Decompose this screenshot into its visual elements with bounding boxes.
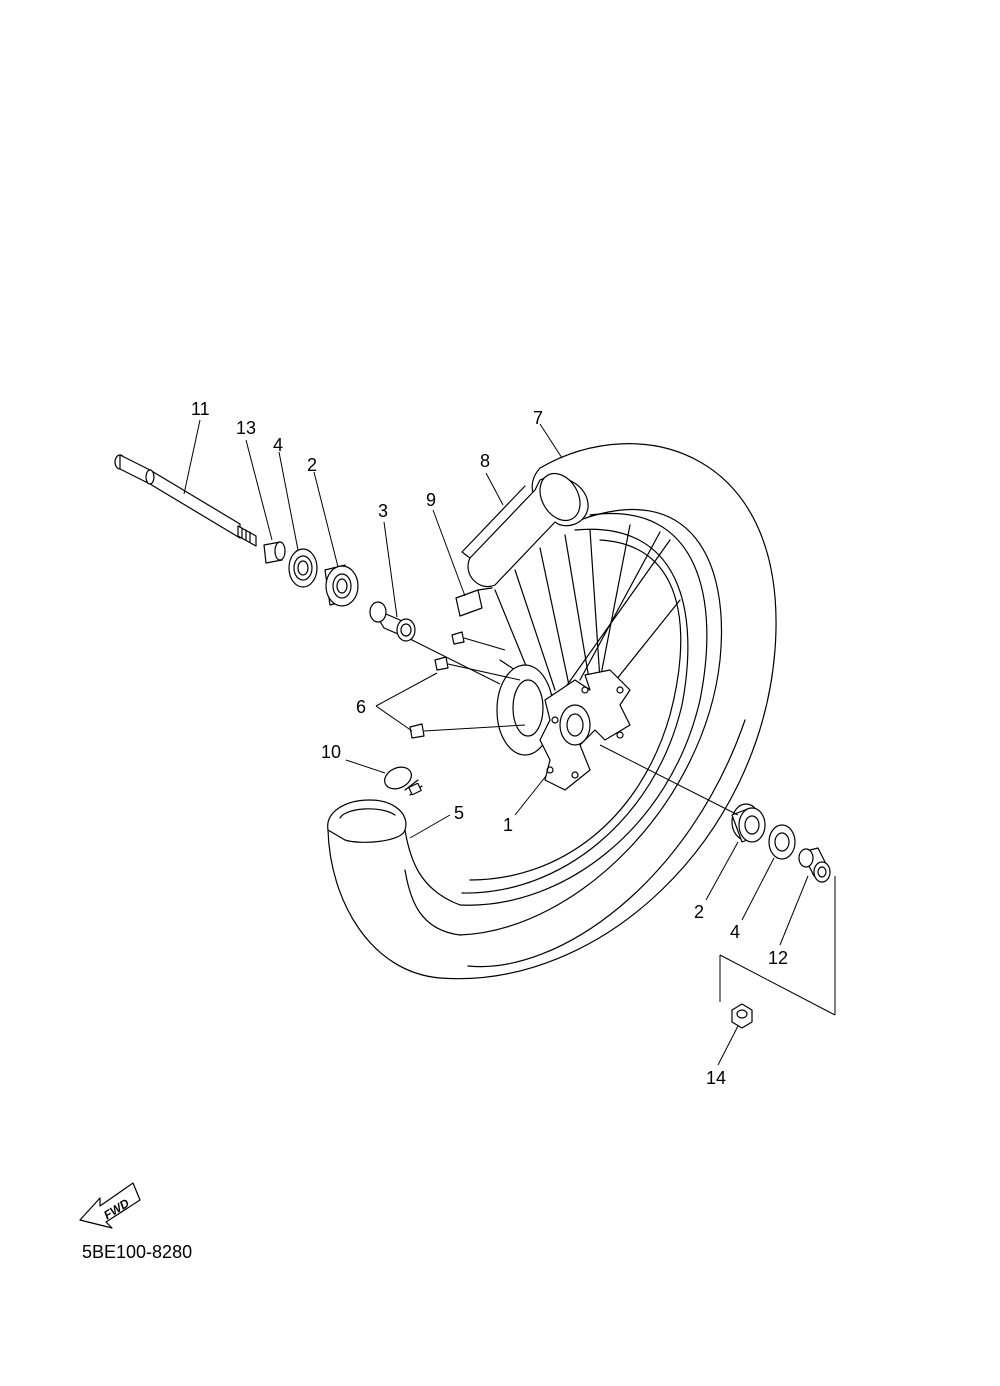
spokes (494, 524, 681, 701)
oil-seal-left (288, 548, 318, 588)
hub (496, 664, 631, 791)
callout-4-left: 4 (273, 435, 283, 455)
forward-direction-arrow: FWD (79, 1182, 141, 1229)
callout-4-right: 4 (730, 922, 740, 942)
callout-labels: 11 13 4 2 3 9 8 7 6 10 5 1 2 4 12 14 (191, 399, 788, 1088)
spacer (369, 601, 416, 642)
callout-14: 14 (706, 1068, 726, 1088)
bearing-right (731, 803, 766, 843)
valve-stem (455, 587, 493, 617)
valve-cap (384, 766, 423, 796)
rim (459, 512, 708, 906)
callout-10: 10 (321, 742, 341, 762)
oil-seal-right (768, 824, 796, 860)
callout-2-left: 2 (307, 455, 317, 475)
collar-left (263, 541, 286, 564)
assembly-axis-lines (411, 639, 836, 1016)
tire (327, 443, 777, 980)
leader-lines (183, 419, 809, 1066)
bearing-left (324, 564, 359, 607)
callout-6: 6 (356, 697, 366, 717)
axle (114, 454, 257, 547)
spoke-nipples (409, 631, 526, 739)
inner-tube (327, 799, 461, 906)
callout-5: 5 (454, 803, 464, 823)
collar-right (798, 847, 831, 883)
callout-13: 13 (236, 418, 256, 438)
callout-9: 9 (426, 490, 436, 510)
diagram-code: 5BE100-8280 (82, 1242, 192, 1262)
callout-12: 12 (768, 948, 788, 968)
callout-11: 11 (191, 399, 210, 419)
callout-1: 1 (503, 815, 513, 835)
axle-nut (731, 1003, 753, 1029)
callout-8: 8 (480, 451, 490, 471)
callout-7: 7 (533, 408, 543, 428)
callout-3: 3 (378, 501, 388, 521)
rim-band (461, 472, 589, 588)
callout-2-right: 2 (694, 902, 704, 922)
